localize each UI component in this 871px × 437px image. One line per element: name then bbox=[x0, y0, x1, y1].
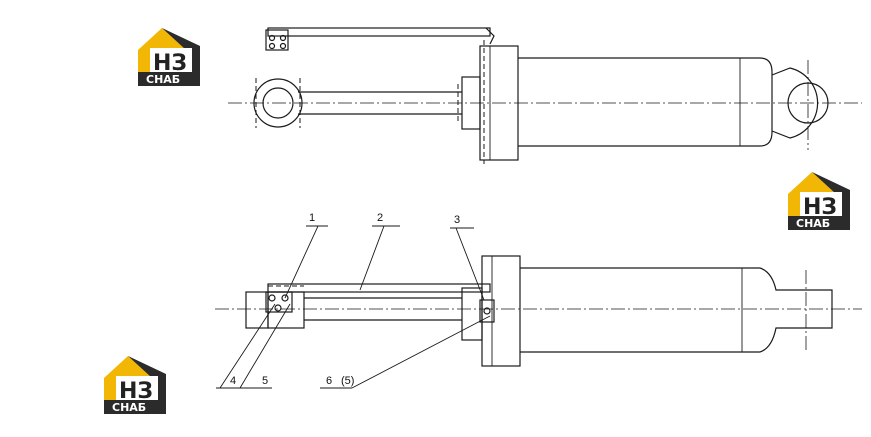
logo-letter-panel bbox=[800, 192, 842, 218]
rear-eye-outline bbox=[771, 67, 819, 139]
bottom-barrel-end bbox=[759, 267, 833, 353]
callout-2: 2 bbox=[377, 212, 383, 224]
watermark-logo-right: НЗ СНАБ bbox=[788, 172, 850, 230]
logo-letters: НЗ bbox=[803, 195, 837, 220]
callout-6-alt: (5) bbox=[341, 375, 354, 387]
bottom-gland bbox=[461, 287, 483, 341]
logo-caption: СНАБ bbox=[146, 73, 180, 86]
logo-caption-bar bbox=[104, 400, 166, 414]
logo-letter-panel bbox=[116, 376, 158, 402]
bottom-fitting-bolt-a bbox=[268, 294, 276, 302]
leader-6 bbox=[320, 315, 491, 389]
bottom-pipe bbox=[267, 283, 491, 293]
barrel-end-cap bbox=[759, 57, 773, 147]
rod-eye-bore bbox=[262, 87, 294, 119]
callout-5: 5 bbox=[262, 375, 268, 387]
watermark-logo-top-left: НЗ СНАБ bbox=[138, 28, 200, 86]
top-fitting-bolt-a bbox=[268, 34, 276, 42]
callout-1: 1 bbox=[309, 212, 315, 224]
callout-6: 6 bbox=[326, 375, 332, 387]
callout-labels: 1 2 3 4 5 6 (5) bbox=[230, 212, 460, 387]
top-cylinder-view bbox=[228, 27, 862, 164]
callout-4: 4 bbox=[230, 375, 236, 387]
top-fitting-bolt-d bbox=[279, 42, 287, 50]
logo-caption: СНАБ bbox=[112, 401, 146, 414]
logo-letters: НЗ bbox=[119, 379, 153, 404]
logo-caption-bar bbox=[138, 72, 200, 86]
bottom-flange bbox=[481, 255, 521, 367]
bottom-cylinder-view bbox=[215, 255, 862, 367]
top-pipe bbox=[267, 27, 491, 37]
logo-caption: СНАБ bbox=[796, 217, 830, 230]
callout-leaders bbox=[216, 225, 491, 389]
leader-3 bbox=[450, 227, 485, 301]
flange-fitting-bolt bbox=[483, 307, 491, 315]
callout-3: 3 bbox=[454, 214, 460, 226]
top-fitting-bolt-c bbox=[268, 42, 276, 50]
logo-letter-panel bbox=[150, 48, 192, 74]
flange bbox=[479, 45, 519, 161]
leader-1 bbox=[284, 225, 328, 299]
bottom-fitting-bolt-c bbox=[274, 304, 282, 312]
leader-2 bbox=[359, 225, 400, 291]
rod-eye bbox=[253, 78, 303, 128]
top-pipe-fitting bbox=[265, 29, 289, 51]
bottom-fitting-bolt-b bbox=[281, 294, 289, 302]
leader-4-5 bbox=[216, 303, 291, 389]
top-fitting-bolt-b bbox=[279, 34, 287, 42]
logo-caption-bar bbox=[788, 216, 850, 230]
rod-end-block bbox=[245, 291, 269, 329]
top-pipe-elbow bbox=[485, 27, 495, 45]
watermark-logo-bottom-left: НЗ СНАБ bbox=[104, 356, 166, 414]
flange-fitting bbox=[479, 299, 495, 323]
rod-eye-hidden bbox=[255, 78, 301, 128]
logo-letters: НЗ bbox=[153, 51, 187, 76]
bottom-fitting bbox=[265, 291, 293, 313]
